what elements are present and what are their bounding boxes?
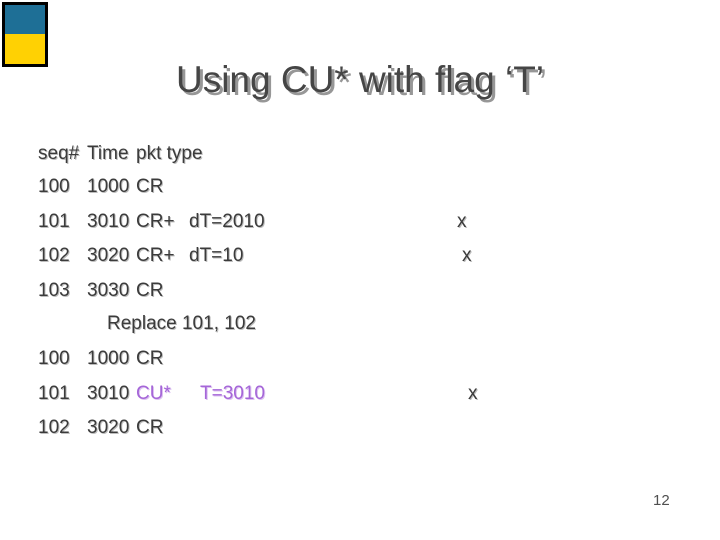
cell-time: 1000 — [87, 176, 130, 197]
cell-note: T=3010 — [200, 383, 265, 404]
cell-pkt-cu-star: CU* — [136, 383, 171, 404]
cell-flag-x: x — [462, 245, 472, 266]
header-seq: seq# — [38, 143, 80, 164]
cell-seq: 100 — [38, 176, 70, 197]
table-row: 102 3020 CR — [0, 418, 720, 440]
cell-note: dT=10 — [189, 245, 244, 266]
cell-flag-x: x — [457, 211, 467, 232]
cell-time: 3020 — [87, 417, 130, 438]
slide-title: Using CU* with flag ‘T’ — [175, 59, 545, 100]
cell-pkt: CR+ — [136, 245, 175, 266]
replace-caption: Replace 101, 102 — [107, 313, 256, 334]
table-row: 102 3020 CR+ dT=10 x — [0, 246, 720, 268]
cell-pkt: CR — [136, 176, 164, 197]
cell-pkt: CR — [136, 348, 164, 369]
cell-seq: 101 — [38, 211, 70, 232]
cell-time: 3030 — [87, 280, 130, 301]
header-time: Time — [87, 143, 129, 164]
table-row: 103 3030 CR — [0, 281, 720, 303]
cell-seq: 100 — [38, 348, 70, 369]
cell-time: 3010 — [87, 383, 130, 404]
cell-seq: 102 — [38, 245, 70, 266]
table-row: 100 1000 CR — [0, 177, 720, 199]
logo-blue-square — [5, 5, 45, 34]
table-row: 101 3010 CR+ dT=2010 x — [0, 212, 720, 234]
cell-time: 3020 — [87, 245, 130, 266]
cell-note: dT=2010 — [189, 211, 265, 232]
logo-yellow-square — [5, 34, 45, 64]
header-pkt-type: pkt type — [136, 143, 203, 164]
cell-pkt: CR — [136, 417, 164, 438]
logo — [2, 2, 48, 67]
cell-pkt: CR+ — [136, 211, 175, 232]
cell-flag-x: x — [468, 383, 478, 404]
cell-pkt: CR — [136, 280, 164, 301]
table-header-row: seq# Time pkt type — [0, 144, 720, 166]
cell-seq: 102 — [38, 417, 70, 438]
cell-time: 1000 — [87, 348, 130, 369]
cell-seq: 103 — [38, 280, 70, 301]
table-row: 100 1000 CR — [0, 349, 720, 371]
page-number: 12 — [653, 492, 670, 509]
cell-seq: 101 — [38, 383, 70, 404]
cell-time: 3010 — [87, 211, 130, 232]
table-row-highlighted: 101 3010 CU* T=3010 x — [0, 384, 720, 406]
